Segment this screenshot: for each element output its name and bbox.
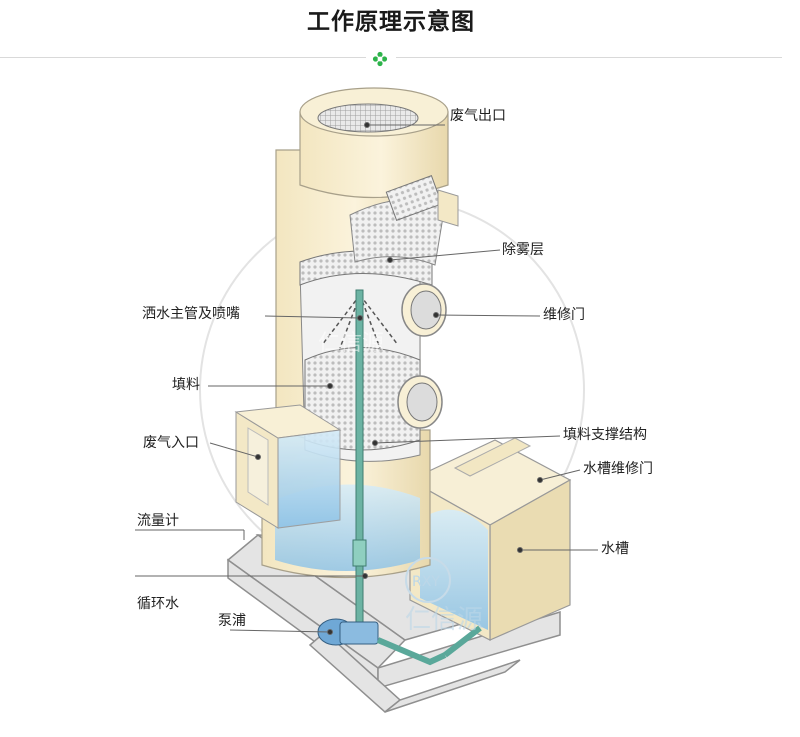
label-circulating-water: 循环水 — [137, 596, 179, 612]
watermark-text: 仁信源 — [318, 331, 384, 356]
label-access-door: 维修门 — [543, 307, 585, 323]
label-flow-meter: 流量计 — [137, 513, 179, 529]
label-packing: 填料 — [172, 377, 200, 393]
watermark-text-lower: 仁信源 — [405, 605, 483, 635]
mesh-block — [385, 175, 443, 221]
label-exhaust-outlet: 废气出口 — [450, 108, 506, 124]
label-packing-support: 填料支撑结构 — [563, 427, 647, 443]
access-door-upper — [401, 283, 447, 337]
leader-lines — [135, 122, 598, 635]
watermark-badge: RXY — [412, 574, 440, 590]
label-spray-pipe-nozzle: 洒水主管及喷嘴 — [142, 306, 240, 322]
label-tank-access-door: 水槽维修门 — [583, 461, 653, 477]
watermark-badge-circle — [405, 557, 451, 603]
label-water-tank: 水槽 — [601, 541, 629, 557]
outlet-stub — [437, 189, 459, 227]
flow-meter — [352, 539, 367, 567]
spray-cone — [321, 294, 399, 350]
pump — [317, 618, 482, 666]
page-title: 工作原理示意图 — [307, 9, 475, 35]
demister-sheet — [349, 198, 446, 266]
access-door-lower — [397, 375, 443, 429]
flower-icon — [372, 51, 388, 67]
inlet-duct — [234, 404, 342, 529]
label-exhaust-inlet: 废气入口 — [143, 435, 199, 451]
label-demister-layer: 除雾层 — [502, 242, 544, 258]
label-pump: 泵浦 — [218, 613, 246, 629]
